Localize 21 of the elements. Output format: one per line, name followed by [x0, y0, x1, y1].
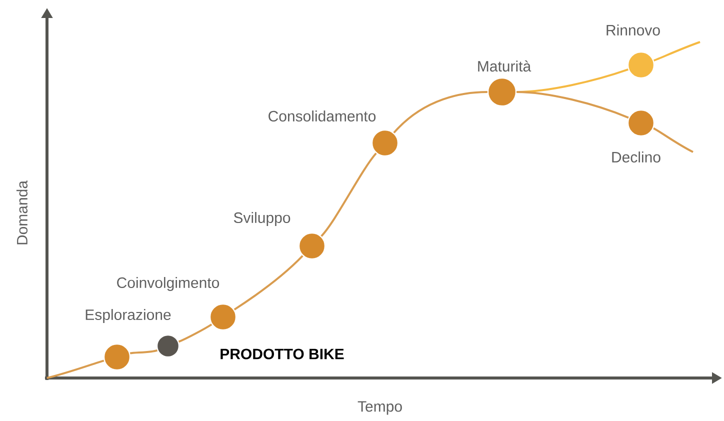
curve-line	[130, 349, 158, 354]
stage-dot	[103, 343, 131, 371]
curve-line	[178, 324, 212, 343]
curve-line	[654, 41, 700, 62]
curve-line	[320, 152, 377, 237]
stage-label: Consolidamento	[268, 110, 376, 122]
curve-line	[393, 91, 488, 134]
stage-dot	[156, 334, 180, 358]
stage-label: Rinnovo	[606, 24, 660, 36]
product-label: PRODOTTO BIKE	[220, 348, 344, 360]
stage-label: Declino	[612, 152, 660, 162]
axis-label: Domanda	[16, 180, 28, 244]
curve-line	[653, 127, 694, 153]
stage-label: Coinvolgimento	[117, 277, 220, 291]
curve-line	[46, 360, 104, 379]
curve-line	[234, 255, 304, 310]
stage-label: Sviluppo	[234, 212, 290, 226]
axis-label: Tempo	[358, 401, 402, 415]
curve-line	[516, 91, 629, 119]
stage-label: Maturità	[478, 60, 532, 72]
stage-label: Esplorazione	[86, 309, 171, 323]
